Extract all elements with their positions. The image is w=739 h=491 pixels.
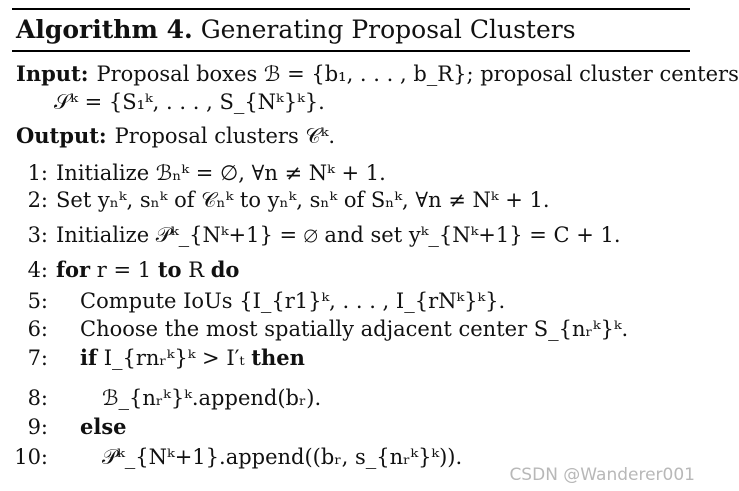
- step-number: 7:: [27, 346, 48, 370]
- algorithm-name: Generating Proposal Clusters: [200, 15, 576, 44]
- step-text: Choose the most spatially adjacent cente…: [80, 317, 629, 341]
- input-label: Input:: [16, 61, 89, 86]
- step-statement: 𝒫ᵏ_{Nᵏ+1}.append((bᵣ, s_{nᵣᵏ}ᵏ)).: [102, 442, 462, 472]
- input-text-2: 𝒮ᵏ = {S₁ᵏ, . . . , S_{Nᵏ}ᵏ}.: [54, 90, 325, 114]
- step-text: R: [181, 258, 211, 282]
- title-rule: [12, 50, 690, 52]
- step-text: ℬ_{nᵣᵏ}ᵏ.append(bᵣ).: [102, 386, 322, 410]
- algorithm-label: Algorithm 4.: [16, 15, 193, 44]
- step-number: 1:: [27, 161, 48, 185]
- output-label: Output:: [16, 123, 107, 148]
- watermark: CSDN @Wanderer001: [509, 465, 695, 485]
- step-number: 2:: [27, 188, 48, 212]
- step-text: 𝒫ᵏ_{Nᵏ+1}.append((bᵣ, s_{nᵣᵏ}ᵏ)).: [102, 445, 463, 469]
- step-text: Compute IoUs {I_{r1}ᵏ, . . . , I_{rNᵏ}ᵏ}…: [80, 289, 506, 313]
- step-statement: Initialize 𝒫ᵏ_{Nᵏ+1} = ∅ and set yᵏ_{Nᵏ+…: [56, 220, 621, 250]
- output-text: Proposal clusters 𝒞ᵏ.: [114, 124, 336, 148]
- input-line: Input: Proposal boxes ℬ = {b₁, . . . , b_…: [16, 60, 739, 88]
- step-keyword: else: [80, 414, 127, 439]
- step-number: 9:: [27, 415, 48, 439]
- step-keyword: if: [80, 345, 98, 370]
- step-statement: ℬ_{nᵣᵏ}ᵏ.append(bᵣ).: [102, 383, 321, 413]
- step-keyword: then: [251, 345, 305, 370]
- step-text: Set yₙᵏ, sₙᵏ of 𝒞ₙᵏ to yₙᵏ, sₙᵏ of Sₙᵏ, …: [56, 188, 550, 212]
- step-statement: Compute IoUs {I_{r1}ᵏ, . . . , I_{rNᵏ}ᵏ}…: [80, 286, 505, 316]
- output-line: Output: Proposal clusters 𝒞ᵏ.: [16, 122, 335, 150]
- step-number: 8:: [27, 386, 48, 410]
- step-number: 5:: [27, 289, 48, 313]
- step-number: 3:: [27, 223, 48, 247]
- step-text: r = 1: [90, 258, 158, 282]
- step-keyword: for: [56, 257, 91, 282]
- algorithm-title: Algorithm 4.Generating Proposal Clusters: [16, 13, 576, 47]
- step-statement: Set yₙᵏ, sₙᵏ of 𝒞ₙᵏ to yₙᵏ, sₙᵏ of Sₙᵏ, …: [56, 185, 550, 215]
- step-keyword: to: [157, 257, 182, 282]
- top-rule: [12, 8, 690, 10]
- step-keyword: do: [210, 257, 240, 282]
- step-text: Initialize ℬₙᵏ = ∅, ∀n ≠ Nᵏ + 1.: [56, 161, 386, 185]
- step-text: Initialize 𝒫ᵏ_{Nᵏ+1} = ∅ and set yᵏ_{Nᵏ+…: [56, 223, 621, 247]
- input-text-1: Proposal boxes ℬ = {b₁, . . . , b_R}; pr…: [96, 62, 739, 86]
- step-number: 6:: [27, 317, 48, 341]
- step-number: 10:: [14, 445, 48, 469]
- input-line-2: 𝒮ᵏ = {S₁ᵏ, . . . , S_{Nᵏ}ᵏ}.: [54, 88, 325, 116]
- step-statement: Initialize ℬₙᵏ = ∅, ∀n ≠ Nᵏ + 1.: [56, 158, 386, 188]
- step-statement: Choose the most spatially adjacent cente…: [80, 314, 628, 344]
- step-statement: if I_{rnᵣᵏ}ᵏ > I′ₜ then: [80, 343, 305, 373]
- step-number: 4:: [27, 258, 48, 282]
- step-text: I_{rnᵣᵏ}ᵏ > I′ₜ: [97, 346, 252, 370]
- step-statement: else: [80, 412, 127, 442]
- step-statement: for r = 1 to R do: [56, 255, 239, 285]
